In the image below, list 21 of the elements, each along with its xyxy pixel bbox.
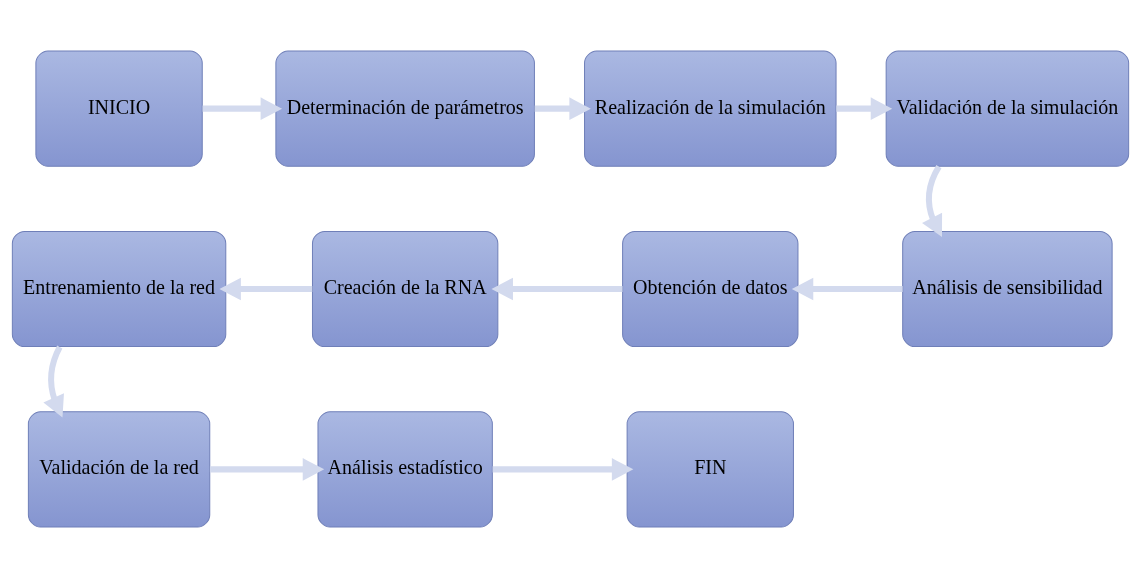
arrow (492, 458, 634, 481)
node-box: Análisis de sensibilidad (902, 230, 1113, 348)
node-box: Validación de la red (27, 411, 211, 528)
arrow (209, 458, 325, 481)
node-box: FIN (626, 411, 794, 528)
arrow (922, 165, 943, 237)
node-box: Realización de la simulación (584, 50, 837, 167)
arrow (836, 97, 893, 120)
node-box: Análisis estadístico (317, 411, 493, 528)
node-box: Creación de la RNA (311, 230, 499, 348)
arrow (534, 97, 591, 120)
arrow (219, 277, 313, 301)
arrow (202, 97, 283, 120)
node-box: INICIO (35, 50, 203, 167)
node-box: Obtención de datos (622, 230, 799, 348)
arrow (791, 277, 903, 301)
arrow (43, 345, 64, 418)
arrow (491, 277, 623, 301)
node-box: Entrenamiento de la red (11, 230, 227, 348)
node-box: Determinación de parámetros (275, 50, 535, 167)
node-box: Validación de la simulación (885, 50, 1130, 167)
